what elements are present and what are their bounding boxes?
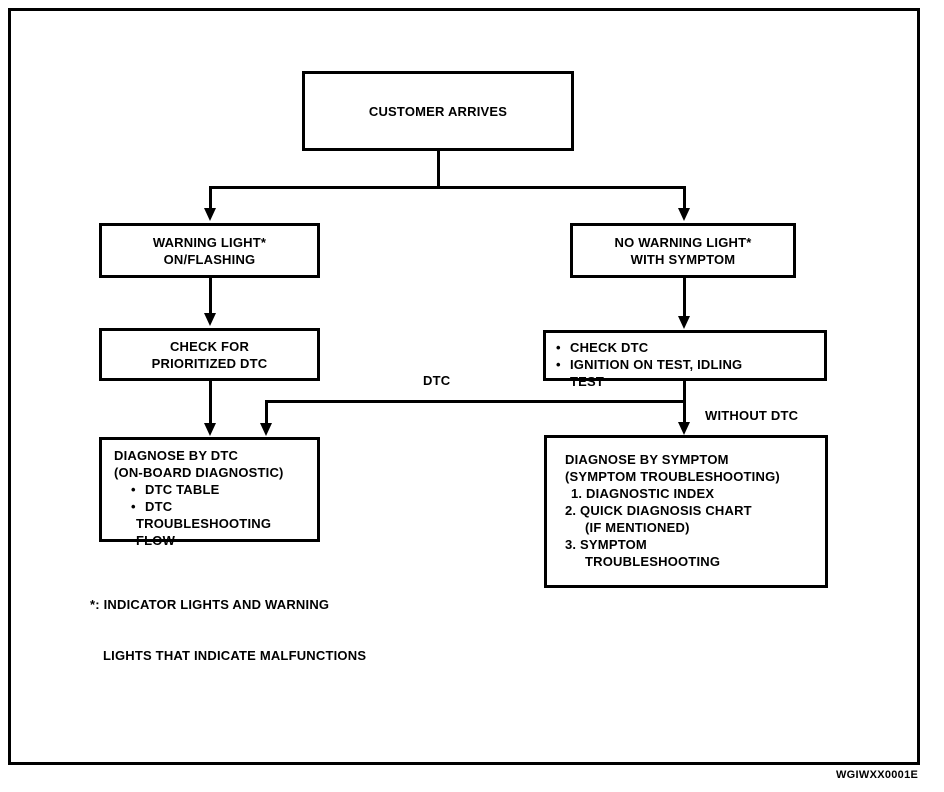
edge-label-dtc: DTC — [423, 373, 451, 388]
node-check-dtc-tests-item2-cont: TEST — [570, 374, 605, 389]
connector-check-to-diagnose-dtc — [209, 381, 212, 426]
connector-dtc-drop — [265, 400, 268, 426]
connector-warning-to-check — [209, 278, 212, 316]
node-diagnose-by-symptom-item1: 1. DIAGNOSTIC INDEX — [571, 486, 715, 501]
node-warning-light-text: WARNING LIGHT* ON/FLASHING — [153, 234, 266, 268]
node-check-prioritized-dtc-line2: PRIORITIZED DTC — [151, 355, 268, 371]
node-diagnose-by-dtc-heading: DIAGNOSE BY DTC — [114, 448, 239, 463]
arrowhead-to-no-warning-light — [678, 208, 690, 221]
node-diagnose-by-dtc-item1: DTC TABLE — [145, 482, 220, 497]
node-warning-light-line1: WARNING LIGHT* — [152, 234, 267, 250]
node-diagnose-by-symptom-item3: 3. SYMPTOM — [565, 537, 647, 552]
node-diagnose-by-dtc-item2-cont2: FLOW — [136, 533, 176, 548]
bullet-icon: • — [131, 499, 136, 514]
node-check-prioritized-dtc-line1: CHECK FOR — [169, 338, 250, 354]
node-no-warning-light-line1: NO WARNING LIGHT* — [614, 234, 752, 250]
arrowhead-to-check-dtc-tests — [678, 316, 690, 329]
node-customer-arrives: CUSTOMER ARRIVES — [302, 71, 574, 151]
connector-trunk-vertical — [437, 151, 440, 188]
page-border — [8, 8, 920, 765]
bullet-icon: • — [131, 482, 136, 497]
figure-code: WGIWXX0001E — [836, 769, 919, 781]
arrowhead-to-check-prioritized-dtc — [204, 313, 216, 326]
connector-without-dtc-vertical — [683, 400, 686, 425]
connector-dtc-horizontal — [265, 400, 686, 403]
node-check-dtc-tests-item1: CHECK DTC — [570, 340, 649, 355]
node-diagnose-by-symptom: DIAGNOSE BY SYMPTOM (SYMPTOM TROUBLESHOO… — [544, 435, 828, 588]
node-no-warning-light: NO WARNING LIGHT* WITH SYMPTOM — [570, 223, 796, 278]
connector-split-left-vertical — [209, 186, 212, 210]
node-diagnose-by-dtc-subheading: (ON-BOARD DIAGNOSTIC) — [114, 465, 284, 480]
node-diagnose-by-dtc-item2-row: • DTC — [114, 498, 317, 515]
node-check-dtc-tests-item2-row: • IGNITION ON TEST, IDLING — [556, 356, 824, 373]
node-no-warning-light-line2: WITH SYMPTOM — [630, 251, 736, 267]
node-diagnose-by-symptom-item2-cont: (IF MENTIONED) — [585, 520, 690, 535]
node-diagnose-by-dtc: DIAGNOSE BY DTC (ON-BOARD DIAGNOSTIC) • … — [99, 437, 320, 548]
node-no-warning-light-text: NO WARNING LIGHT* WITH SYMPTOM — [614, 234, 751, 268]
node-diagnose-by-symptom-item2: 2. QUICK DIAGNOSIS CHART — [565, 503, 752, 518]
footnote-line1: *: INDICATOR LIGHTS AND WARNING — [90, 597, 330, 612]
bullet-icon: • — [556, 357, 561, 372]
node-check-prioritized-dtc-text: CHECK FOR PRIORITIZED DTC — [152, 338, 268, 372]
node-diagnose-by-symptom-subheading: (SYMPTOM TROUBLESHOOTING) — [565, 469, 780, 484]
bullet-icon: • — [556, 340, 561, 355]
connector-split-horizontal — [209, 186, 686, 189]
node-diagnose-by-symptom-heading: DIAGNOSE BY SYMPTOM — [565, 452, 729, 467]
connector-nowarning-to-checkdtc — [683, 278, 686, 318]
connector-split-right-vertical — [683, 186, 686, 210]
footnote-line2: LIGHTS THAT INDICATE MALFUNCTIONS — [103, 648, 367, 663]
node-check-dtc-tests-item1-row: • CHECK DTC — [556, 339, 824, 356]
node-diagnose-by-symptom-item3-cont: TROUBLESHOOTING — [585, 554, 721, 569]
footnote: *: INDICATOR LIGHTS AND WARNING LIGHTS T… — [90, 562, 366, 698]
node-diagnose-by-dtc-item2: DTC — [145, 499, 173, 514]
node-diagnose-by-dtc-item2-cont1: TROUBLESHOOTING — [136, 516, 272, 531]
arrowhead-to-diagnose-by-dtc-right — [260, 423, 272, 436]
edge-label-without-dtc: WITHOUT DTC — [705, 408, 799, 423]
node-diagnose-by-dtc-item1-row: • DTC TABLE — [114, 481, 317, 498]
connector-checkdtc-down — [683, 381, 686, 403]
arrowhead-to-diagnose-by-dtc-left — [204, 423, 216, 436]
arrowhead-to-diagnose-by-symptom — [678, 422, 690, 435]
arrowhead-to-warning-light — [204, 208, 216, 221]
node-warning-light: WARNING LIGHT* ON/FLASHING — [99, 223, 320, 278]
node-check-prioritized-dtc: CHECK FOR PRIORITIZED DTC — [99, 328, 320, 381]
node-customer-arrives-label: CUSTOMER ARRIVES — [368, 103, 508, 119]
node-warning-light-line2: ON/FLASHING — [163, 251, 256, 267]
node-check-dtc-tests-item2: IGNITION ON TEST, IDLING — [570, 357, 743, 372]
node-check-dtc-tests: • CHECK DTC • IGNITION ON TEST, IDLING T… — [543, 330, 827, 389]
